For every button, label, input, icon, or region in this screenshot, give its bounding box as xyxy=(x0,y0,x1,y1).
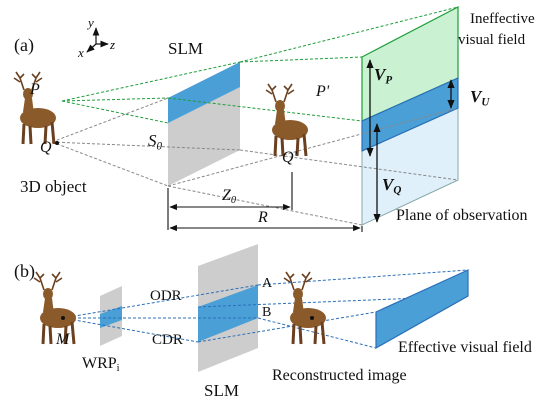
axis-gizmo xyxy=(86,27,109,53)
z0-label: Z0 xyxy=(222,187,237,207)
wrp-blue xyxy=(100,306,122,328)
b-label: B xyxy=(262,305,272,320)
a-label: A xyxy=(262,276,273,291)
v-arrows xyxy=(366,59,455,223)
s0-label: S0 xyxy=(148,131,163,153)
slm-label-b: SLM xyxy=(204,381,239,400)
p-label: P xyxy=(30,81,40,98)
panel-a-tag: (a) xyxy=(14,35,34,55)
r-label: R xyxy=(258,209,268,226)
axis-y-label: y xyxy=(88,15,94,30)
effective-label: Effective visual field xyxy=(398,339,532,356)
slm-blue-strip xyxy=(168,62,240,123)
axis-x-label: x xyxy=(78,45,84,60)
effective-visual-field xyxy=(375,269,469,350)
distance-markers xyxy=(167,172,363,232)
q-label: Q xyxy=(40,139,52,156)
cdr-label: CDR xyxy=(152,332,183,348)
point-q xyxy=(55,141,59,145)
plane-label: Plane of observation xyxy=(396,207,528,224)
m-label: M xyxy=(56,331,70,348)
odr-label: ODR xyxy=(150,288,182,304)
reconstructed-label: Reconstructed image xyxy=(272,367,407,384)
vq-label: VQ xyxy=(382,175,402,197)
ineffective-label-2: visual field xyxy=(458,32,526,48)
q-prime-label: Q' xyxy=(282,149,297,166)
deer-virtual-image xyxy=(264,82,310,158)
axis-z-label: z xyxy=(110,37,116,52)
deer-object-b xyxy=(32,270,78,346)
p-prime-label: P' xyxy=(316,83,330,100)
green-rays xyxy=(61,6,459,124)
slm-blue-window xyxy=(198,285,258,342)
slm-label-a: SLM xyxy=(168,39,203,58)
vp-label: VP xyxy=(374,65,393,87)
ineffective-label-1: Ineffective xyxy=(470,11,535,27)
panel-b-tag: (b) xyxy=(14,261,35,281)
object-caption: 3D object xyxy=(20,177,87,196)
point-m-image xyxy=(310,316,314,320)
vu-label: VU xyxy=(470,87,490,109)
wrp-label: WRPi xyxy=(82,355,120,375)
point-m xyxy=(61,316,65,320)
blue-rays xyxy=(62,269,469,349)
